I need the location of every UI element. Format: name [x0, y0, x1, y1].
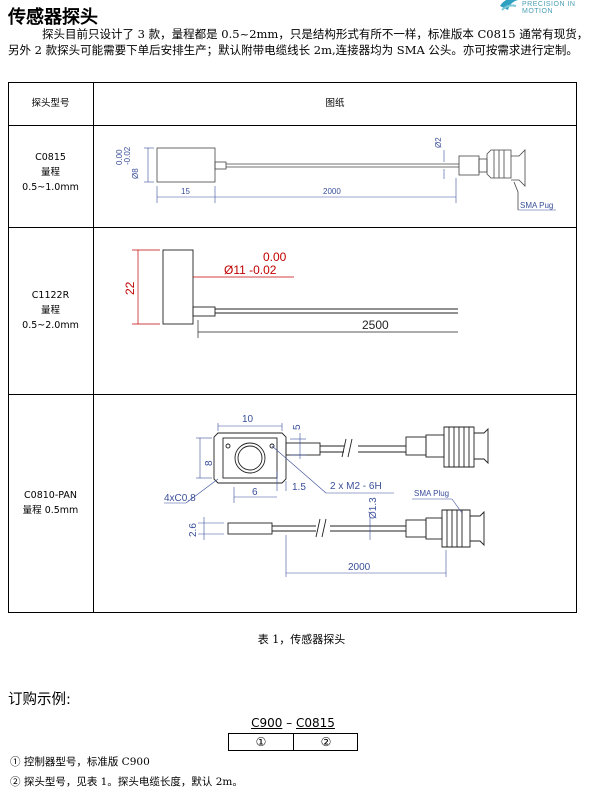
order-code-part2: C0815 — [296, 716, 335, 730]
table-line — [93, 82, 94, 613]
range-label: 量程 — [40, 167, 60, 178]
table-row: C0815 量程 0.5~1.0mm — [8, 150, 93, 195]
order-code-box: C900 – C0815 ① ② — [228, 715, 358, 751]
dim-6: 6 — [252, 487, 258, 498]
order-heading: 订购示例: — [8, 692, 71, 708]
header-model: 探头型号 — [31, 98, 70, 109]
dim-height: 22 — [123, 281, 137, 295]
probe-table: 探头型号 图纸 C0815 量程 0.5~1.0mm C1122R 量程 0.5… — [8, 82, 577, 613]
order-note-2: ② 探头型号，见表 1。探头电缆长度，默认 2m。 — [10, 776, 243, 788]
model-name: C1122R — [31, 290, 70, 301]
table-row: C0810-PAN 量程 0.5mm — [8, 488, 93, 518]
drawing-c0810-pan: 10 8 5 2 x M2 - 6H 1.5 6 4xC0.8 Ø1.3 2.6… — [164, 414, 489, 577]
dim-width: 10 — [242, 414, 254, 425]
section-heading: 传感器探头 — [8, 7, 98, 28]
dim-length-15: 15 — [181, 187, 190, 196]
dim-length: 2500 — [362, 318, 389, 332]
table-line — [8, 227, 577, 228]
connector-label: SMA Plug — [414, 489, 449, 498]
table-caption: 表 1，传感器探头 — [257, 633, 346, 646]
dim-tol-upper: 0.00 — [263, 250, 287, 264]
dim-cable-diameter: Ø1.3 — [368, 497, 379, 519]
dim-5: 5 — [292, 424, 303, 430]
dim-diameter: Ø8 — [131, 168, 140, 179]
range-value: 0.5~1.0mm — [22, 182, 79, 193]
table-border-left — [8, 82, 9, 613]
table-line — [8, 125, 577, 126]
table-line — [8, 394, 577, 395]
dim-height: 8 — [204, 460, 215, 466]
header-drawing: 图纸 — [325, 98, 345, 109]
chamfer-spec: 4xC0.8 — [164, 493, 196, 504]
dim-tol-upper: 0.00 — [115, 149, 124, 165]
order-code-sep: – — [282, 716, 296, 730]
dim-2-6: 2.6 — [188, 523, 199, 537]
brand-logo-icon — [500, 0, 518, 11]
order-mark-1: ① — [255, 735, 267, 749]
dim-length: 2000 — [348, 562, 371, 573]
dim-cable-diameter: Ø2 — [434, 137, 443, 148]
dim-tol-lower: -0.02 — [123, 146, 132, 165]
dim-1-5: 1.5 — [292, 482, 306, 493]
dim-length-2000: 2000 — [323, 187, 341, 196]
order-code-part1: C900 — [251, 716, 283, 730]
table-row: C1122R 量程 0.5~2.0mm — [8, 288, 93, 333]
model-name: C0815 — [35, 152, 66, 163]
connector-label: SMA Pug — [520, 201, 553, 210]
order-note-1: ① 控制器型号，标准版 C900 — [10, 756, 150, 768]
range-label: 量程 0.5mm — [22, 505, 79, 516]
order-mark-2: ② — [320, 735, 332, 749]
range-label: 量程 — [40, 305, 60, 316]
drawing-c1122r: 22 0.00 Ø11 -0.02 2500 — [123, 249, 458, 338]
model-name: C0810-PAN — [24, 490, 77, 501]
table-border-right — [576, 82, 577, 613]
range-value: 0.5~2.0mm — [22, 320, 79, 331]
table-border-bottom — [8, 612, 577, 613]
brand-tagline: PRECISION IN MOTION — [522, 1, 576, 15]
thread-spec: 2 x M2 - 6H — [330, 481, 382, 492]
table-border-top — [8, 82, 577, 83]
intro-paragraph: 探头目前只设计了 3 款，量程都是 0.5~2mm，只是结构形式有所不一样，标准… — [8, 27, 589, 57]
dim-diameter: Ø11 -0.02 — [224, 263, 277, 277]
drawing-c0815: 0.00 -0.02 Ø8 Ø2 15 2000 SMA Pug — [115, 137, 556, 211]
